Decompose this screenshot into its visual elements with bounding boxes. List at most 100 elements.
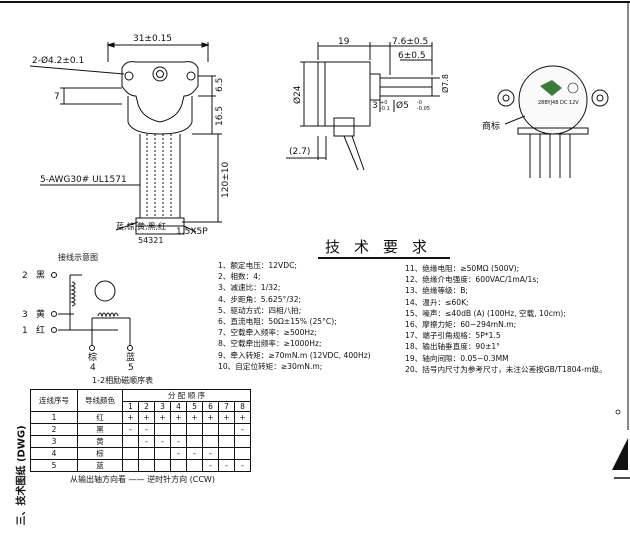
sequence-cell (234, 435, 251, 448)
tol-flat-3-upper: +0 (380, 100, 387, 106)
sequence-cell (202, 435, 219, 448)
connector-dim: 1.5X5P (176, 227, 208, 237)
sequence-cell (170, 459, 187, 472)
sequence-cell: + (170, 411, 187, 424)
pin3-color: 黄 (36, 308, 45, 320)
section-title: 三、技术图纸 (DWG) (16, 425, 28, 526)
sequence-cell: - (218, 459, 235, 472)
spec-item: 20、括号内尺寸为参考尺寸，未注公差按GB/T1804-m级。 (405, 364, 607, 374)
dim-120: 120±10 (221, 162, 231, 198)
dim-6: 6±0.5 (398, 51, 426, 61)
step-header: 4 (170, 401, 187, 412)
dim-flat-3: 3 (372, 101, 378, 111)
dim-diameter-24: Ø24 (292, 85, 303, 104)
pin1-number: 1 (22, 326, 28, 336)
spec-item: 13、绝缘等级：B; (405, 286, 468, 296)
row-color: 黑 (77, 423, 123, 436)
spec-item: 3、减速比：1/32; (218, 283, 281, 293)
wiring-diagram-title: 接线示意图 (58, 253, 98, 262)
row-color: 黄 (77, 435, 123, 448)
sequence-cell (138, 459, 155, 472)
spec-item: 5、驱动方式：四相八拍; (218, 305, 302, 315)
row-index: 3 (30, 435, 78, 448)
table-row: 5 蓝 - - - (30, 459, 251, 472)
wiring-terminals (51, 272, 133, 351)
header-color: 导线颜色 (77, 389, 123, 412)
sequence-cell: + (234, 411, 251, 424)
spec-item: 12、绝缘介电强度：600VAC/1mA/1s; (405, 275, 539, 285)
sequence-cell (234, 447, 251, 460)
table-row: 2 黑 - - - (30, 423, 251, 436)
step-header: 5 (186, 401, 203, 412)
dim-16-5: 16.5 (215, 106, 225, 126)
sequence-cell: - (234, 459, 251, 472)
table-caption: 1-2相励磁顺序表 (92, 376, 154, 385)
spec-item: 14、温升：≤60K; (405, 297, 469, 307)
pin3-number: 3 (22, 310, 28, 320)
sequence-cell (138, 447, 155, 460)
spec-item: 2、相数：4; (218, 272, 261, 282)
spec-title-underline (318, 257, 450, 259)
sequence-cell (218, 423, 235, 436)
row-color: 蓝 (77, 459, 123, 472)
wiring-schematic (58, 274, 131, 348)
dim-2-7: (2.7) (289, 147, 310, 157)
tol-flat-3-lower: -0.1 (380, 106, 390, 112)
dim-7: 7 (54, 92, 60, 102)
spec-item: 9、牵入转矩：≥70mN.m (12VDC, 400Hz) (218, 350, 371, 360)
label-line-1: 28BYJ48 (538, 100, 558, 106)
spec-item: 18、输出轴垂直度：90±1° (405, 342, 501, 352)
pin4-color: 棕 (88, 351, 97, 363)
spec-item: 6、直流电阻：50Ω±15% (25°C); (218, 317, 337, 327)
sequence-cell: - (154, 435, 171, 448)
sequence-cell: - (186, 447, 203, 460)
sequence-cell (186, 423, 203, 436)
row-color: 红 (77, 411, 123, 424)
pin5-number: 5 (128, 363, 134, 373)
sequence-cell (122, 447, 139, 460)
step-header: 2 (138, 401, 155, 412)
sequence-cell (122, 459, 139, 472)
table-row: 4 棕 - - - (30, 447, 251, 460)
tol-shaft-upper: -0 (417, 100, 422, 106)
step-header: 1 (122, 401, 139, 412)
sequence-cell: + (218, 411, 235, 424)
spec-list-left: 1、额定电压：12VDC; 2、相数：4; 3、减速比：1/32; 4、步距角：… (218, 260, 371, 372)
sequence-cell: - (202, 459, 219, 472)
trademark-label: 商标 (482, 120, 500, 132)
row-index: 4 (30, 447, 78, 460)
sequence-cell: - (122, 423, 139, 436)
sequence-cell: + (138, 411, 155, 424)
tol-shaft-lower: -0.05 (417, 106, 430, 112)
spec-title: 技术要求 (325, 238, 442, 256)
spec-item: 4、步距角：5.625°/32; (218, 294, 302, 304)
pin2-color: 黑 (36, 270, 45, 281)
sequence-cell (154, 459, 171, 472)
row-index: 5 (30, 459, 78, 472)
sequence-cell (122, 435, 139, 448)
spec-item: 8、空载牵出频率：≥1000Hz; (218, 339, 322, 349)
spec-item: 19、轴向间隙：0.05~0.3MM (405, 353, 509, 363)
right-edge-mark (612, 409, 630, 479)
excitation-sequence-table: 连线序号 导线颜色 分 配 顺 序 1 2 3 4 5 6 7 8 1 红 + … (30, 389, 251, 472)
cable-spec-label: 5-AWG30# UL1571 (40, 175, 127, 185)
pin4-number: 4 (90, 363, 96, 373)
pin5-color: 蓝 (126, 351, 135, 363)
label-line-2: DC 12V (560, 100, 579, 106)
step-header: 3 (154, 401, 171, 412)
dim-width-31: 31±0.15 (133, 34, 172, 44)
header-sequence: 分 配 顺 序 (122, 389, 251, 402)
brand-logo-icon (540, 80, 579, 96)
spec-item: 7、空载牵入频率：≥500Hz; (218, 328, 317, 338)
sequence-cell (186, 435, 203, 448)
wire-colors-label: 蓝,棕,黄,黑,红 (116, 222, 167, 231)
table-row: 1 红 + + + + + + + + (30, 411, 251, 424)
label-view (497, 65, 609, 178)
table-header-row: 连线序号 导线颜色 分 配 顺 序 (30, 389, 251, 412)
sequence-cell: - (138, 435, 155, 448)
dim-7-6: 7.6±0.5 (392, 37, 428, 47)
row-color: 棕 (77, 447, 123, 460)
side-view (286, 42, 440, 171)
sequence-cell (218, 435, 235, 448)
